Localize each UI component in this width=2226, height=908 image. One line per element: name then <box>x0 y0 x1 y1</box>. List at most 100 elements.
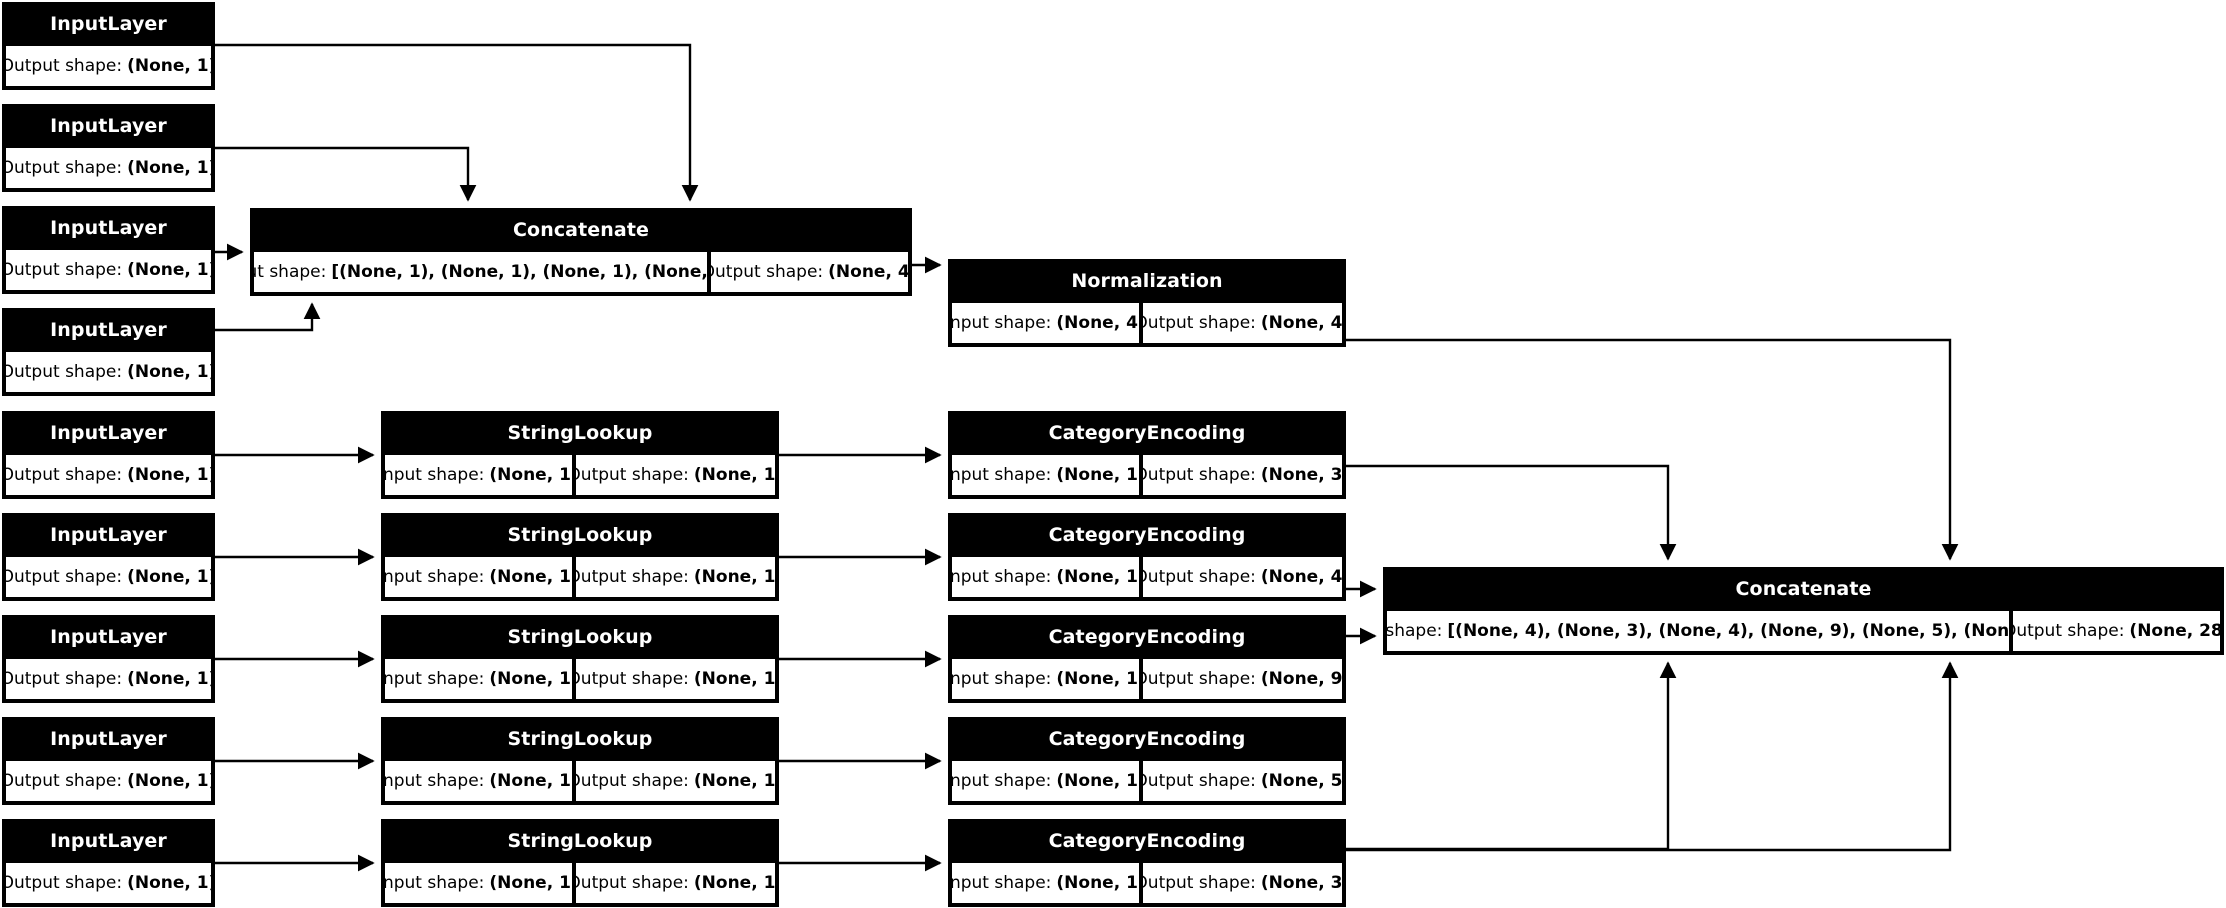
node-title-input_2: InputLayer <box>4 106 213 146</box>
output-shape-cell-concat_final: Output shape:(None, 28) <box>2012 610 2221 652</box>
input-shape-value: (None, 1) <box>1056 873 1140 893</box>
output-shape-label: Output shape: <box>574 465 689 485</box>
input-shape-label: Input shape: <box>384 771 485 791</box>
output-shape-label: Output shape: <box>5 669 123 689</box>
node-shapes-input_6: Output shape:(None, 1) <box>4 555 213 599</box>
node-shapes-lookup_5: Input shape:(None, 1)Output shape:(None,… <box>383 861 777 905</box>
input-shape-cell-lookup_3: Input shape:(None, 1) <box>384 658 573 700</box>
node-title-input_6: InputLayer <box>4 515 213 555</box>
output-shape-label: Output shape: <box>1141 669 1256 689</box>
input-shape-value: (None, 1) <box>489 465 573 485</box>
output-shape-value: (None, 4) <box>1260 313 1343 333</box>
output-shape-value: (None, 1) <box>127 158 212 178</box>
node-title-encoding_1: CategoryEncoding <box>950 413 1344 453</box>
input-shape-cell-lookup_5: Input shape:(None, 1) <box>384 862 573 904</box>
input-shape-cell-encoding_3: Input shape:(None, 1) <box>951 658 1140 700</box>
node-concat_numeric[interactable]: ConcatenateInput shape:[(None, 1), (None… <box>250 208 912 296</box>
node-title-encoding_3: CategoryEncoding <box>950 617 1344 657</box>
node-title-concat_numeric: Concatenate <box>252 210 910 250</box>
node-title-input_5: InputLayer <box>4 413 213 453</box>
node-shapes-encoding_4: Input shape:(None, 1)Output shape:(None,… <box>950 759 1344 803</box>
output-shape-label: Output shape: <box>1141 873 1256 893</box>
output-shape-label: Output shape: <box>5 771 123 791</box>
node-title-input_4: InputLayer <box>4 310 213 350</box>
input-shape-value: (None, 1) <box>489 567 573 587</box>
node-title-input_8: InputLayer <box>4 719 213 759</box>
input-shape-cell-encoding_4: Input shape:(None, 1) <box>951 760 1140 802</box>
node-title-lookup_5: StringLookup <box>383 821 777 861</box>
output-shape-label: Output shape: <box>1141 567 1256 587</box>
output-shape-value: (None, 1) <box>127 465 212 485</box>
node-title-normalization: Normalization <box>950 261 1344 301</box>
node-title-concat_final: Concatenate <box>1385 569 2222 609</box>
node-shapes-lookup_2: Input shape:(None, 1)Output shape:(None,… <box>383 555 777 599</box>
node-shapes-concat_final: Input shape:[(None, 4), (None, 3), (None… <box>1385 609 2222 653</box>
node-shapes-lookup_4: Input shape:(None, 1)Output shape:(None,… <box>383 759 777 803</box>
output-shape-cell-input_6: Output shape:(None, 1) <box>5 556 212 598</box>
input-shape-value: (None, 1) <box>1056 771 1140 791</box>
output-shape-label: Output shape: <box>5 158 123 178</box>
input-shape-label: Input shape: <box>254 262 327 282</box>
input-shape-value: (None, 1) <box>489 873 573 893</box>
node-title-encoding_5: CategoryEncoding <box>950 821 1344 861</box>
input-shape-value: (None, 1) <box>489 669 573 689</box>
node-shapes-input_2: Output shape:(None, 1) <box>4 146 213 190</box>
input-shape-label: Input shape: <box>384 669 485 689</box>
output-shape-cell-encoding_5: Output shape:(None, 3) <box>1141 862 1343 904</box>
node-shapes-encoding_5: Input shape:(None, 1)Output shape:(None,… <box>950 861 1344 905</box>
node-title-input_3: InputLayer <box>4 208 213 248</box>
node-shapes-input_3: Output shape:(None, 1) <box>4 248 213 292</box>
edge-input_4-to-concat_numeric <box>215 302 321 332</box>
output-shape-value: (None, 1) <box>127 260 212 280</box>
input-shape-value: [(None, 4), (None, 3), (None, 4), (None,… <box>1447 621 2011 641</box>
input-shape-cell-concat_numeric: Input shape:[(None, 1), (None, 1), (None… <box>253 251 709 293</box>
edge-normalization-to-concat_final <box>1346 338 1959 561</box>
input-shape-value: (None, 1) <box>1056 465 1140 485</box>
input-shape-label: Input shape: <box>384 567 485 587</box>
output-shape-cell-input_8: Output shape:(None, 1) <box>5 760 212 802</box>
node-concat_final[interactable]: ConcatenateInput shape:[(None, 4), (None… <box>1383 567 2224 655</box>
output-shape-label: Output shape: <box>5 465 123 485</box>
output-shape-label: Output shape: <box>710 262 824 282</box>
output-shape-value: (None, 1) <box>693 873 776 893</box>
output-shape-label: Output shape: <box>574 567 689 587</box>
edge-input_1-to-concat_numeric <box>215 43 699 202</box>
output-shape-cell-lookup_1: Output shape:(None, 1) <box>574 454 776 496</box>
output-shape-label: Output shape: <box>5 56 123 76</box>
input-shape-label: Input shape: <box>951 669 1052 689</box>
input-shape-value: (None, 1) <box>1056 669 1140 689</box>
output-shape-label: Output shape: <box>5 873 123 893</box>
node-title-input_7: InputLayer <box>4 617 213 657</box>
node-title-lookup_1: StringLookup <box>383 413 777 453</box>
output-shape-cell-input_1: Output shape:(None, 1) <box>5 45 212 87</box>
output-shape-value: (None, 1) <box>693 669 776 689</box>
input-shape-label: Input shape: <box>951 313 1052 333</box>
output-shape-cell-normalization: Output shape:(None, 4) <box>1141 302 1343 344</box>
node-title-lookup_4: StringLookup <box>383 719 777 759</box>
output-shape-cell-lookup_4: Output shape:(None, 1) <box>574 760 776 802</box>
edge-encoding_4-to-concat_final <box>1346 661 1677 851</box>
output-shape-cell-lookup_5: Output shape:(None, 1) <box>574 862 776 904</box>
node-shapes-encoding_2: Input shape:(None, 1)Output shape:(None,… <box>950 555 1344 599</box>
output-shape-cell-encoding_3: Output shape:(None, 9) <box>1141 658 1343 700</box>
